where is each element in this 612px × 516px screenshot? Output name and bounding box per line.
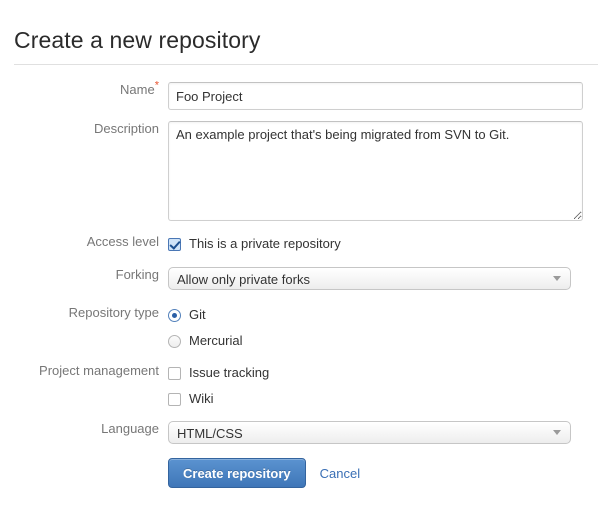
language-label: Language [101,421,159,436]
create-repository-button[interactable]: Create repository [168,458,306,488]
repository-type-label-mercurial: Mercurial [189,333,243,348]
repository-type-option-mercurial[interactable]: Mercurial [168,331,612,351]
repository-type-radio-mercurial[interactable] [168,334,181,348]
access-level-control: This is a private repository [168,234,612,254]
project-management-option-issue-tracking[interactable]: Issue tracking [168,363,612,383]
issue-tracking-label: Issue tracking [189,365,270,380]
private-repository-label: This is a private repository [189,236,341,251]
create-repository-form: Name* Description Access level This is a… [0,79,612,488]
language-select-wrap[interactable]: HTML/CSS [168,421,571,444]
form-actions: Create repository Cancel [168,458,612,488]
access-level-option-private[interactable]: This is a private repository [168,234,612,254]
forking-control: Allow only private forks [168,267,612,290]
description-textarea[interactable] [168,121,583,221]
access-level-label: Access level [86,234,159,249]
cancel-link[interactable]: Cancel [319,465,361,481]
forking-label: Forking [115,267,159,282]
name-input[interactable] [168,82,583,110]
issue-tracking-checkbox[interactable] [168,366,181,380]
language-select[interactable]: HTML/CSS [168,421,571,444]
form-row-forking: Forking Allow only private forks [0,267,612,290]
form-row-repository-type: Repository type Git Mercurial [0,305,612,351]
repository-type-label: Repository type [68,305,159,320]
required-asterisk: * [154,79,159,92]
form-row-description: Description [0,121,612,221]
repository-type-control: Git Mercurial [168,305,612,351]
form-row-actions: Create repository Cancel [0,458,612,488]
name-label-text: Name [120,82,155,97]
forking-select[interactable]: Allow only private forks [168,267,571,290]
private-repository-checkbox[interactable] [168,237,181,251]
form-row-project-management: Project management Issue tracking Wiki [0,363,612,409]
name-control [168,82,612,110]
wiki-checkbox[interactable] [168,392,181,406]
project-management-control: Issue tracking Wiki [168,363,612,409]
repository-type-label-git: Git [189,307,206,322]
name-label: Name* [0,79,168,98]
language-control: HTML/CSS [168,421,612,444]
actions-control: Create repository Cancel [168,458,612,488]
title-divider [14,64,598,65]
wiki-label: Wiki [189,391,214,406]
project-management-option-wiki[interactable]: Wiki [168,389,612,409]
description-label: Description [93,121,159,136]
repository-type-option-git[interactable]: Git [168,305,612,325]
page-title: Create a new repository [14,27,261,54]
forking-select-wrap[interactable]: Allow only private forks [168,267,571,290]
form-row-name: Name* [0,79,612,110]
project-management-label: Project management [39,363,159,378]
form-row-language: Language HTML/CSS [0,421,612,444]
description-control [168,121,612,221]
form-row-access-level: Access level This is a private repositor… [0,234,612,254]
repository-type-radio-git[interactable] [168,308,181,322]
